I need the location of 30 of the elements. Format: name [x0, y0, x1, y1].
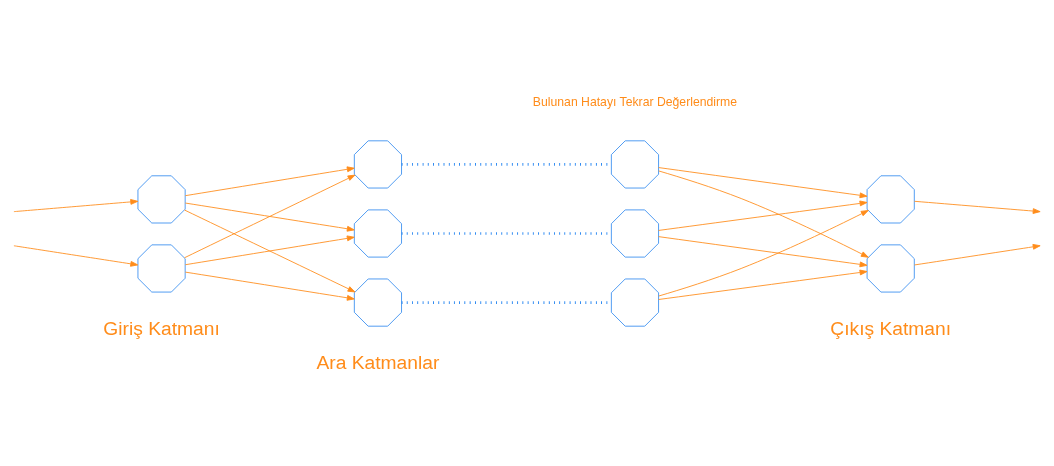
node-octagon: [610, 139, 659, 188]
node-octagon: [866, 174, 915, 223]
arrow: [13, 244, 139, 267]
node-octagon: [353, 208, 402, 258]
arrow: [914, 200, 1041, 214]
label: Giriş Katmanı: [103, 317, 220, 339]
arrow: [658, 269, 868, 300]
label: Bulunan Hatayı Tekrar Değerlendirme: [532, 94, 738, 109]
node-octagon: [610, 278, 659, 327]
label: Çıkış Katmanı: [830, 317, 952, 339]
arrow: [184, 271, 355, 301]
arrow: [184, 209, 356, 292]
node-octagon: [353, 139, 402, 188]
arrow: [658, 170, 869, 258]
arrow: [914, 243, 1041, 265]
arrow: [658, 235, 868, 267]
arrow: [658, 209, 869, 296]
arrow: [184, 165, 355, 196]
arrow: [13, 198, 139, 212]
node-octagon: [610, 208, 659, 258]
arrow: [184, 174, 356, 258]
arrow: [658, 166, 868, 198]
node-octagon: [137, 243, 186, 292]
node-octagon: [866, 243, 915, 292]
arrow: [184, 235, 355, 265]
arrow: [658, 200, 868, 231]
node-octagon: [137, 174, 186, 223]
arrow: [184, 202, 355, 232]
node-octagon: [353, 278, 402, 327]
label: Ara Katmanlar: [316, 351, 440, 373]
